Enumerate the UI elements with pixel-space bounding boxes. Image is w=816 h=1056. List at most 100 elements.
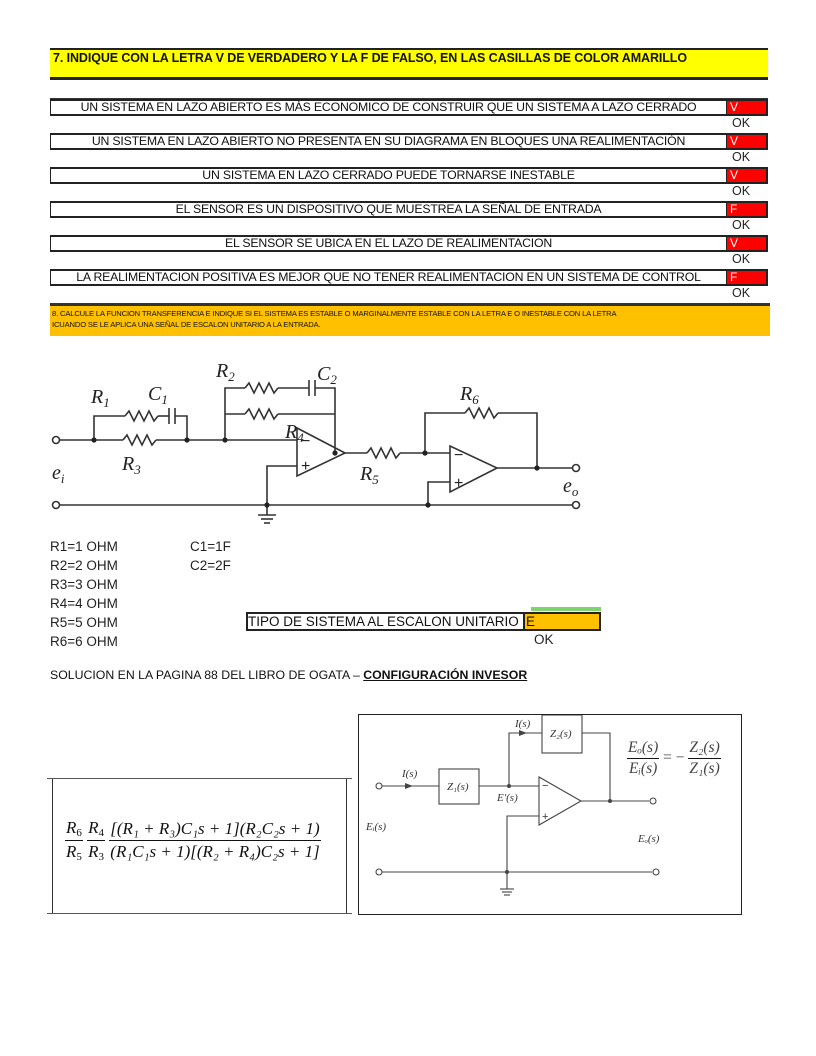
statement-cell: LA REALIMENTACION POSITIVA ES MEJOR QUE … (50, 269, 727, 286)
fraction-r4-r3: R4 R3 (87, 818, 106, 863)
label-r6: R6 (459, 383, 479, 407)
inverting-amplifier-diagram: I(s) I(s) Z₁(s) Z₂(s) E′(s) Eᵢ(s) Eₒ(s) … (365, 715, 660, 896)
label-r5: R5 (359, 463, 379, 487)
op-amp-1-plus: + (301, 458, 310, 475)
answer-cell[interactable]: F (727, 269, 768, 286)
input-ground-terminal (51, 500, 61, 510)
resistor-r6 (464, 406, 499, 420)
param-r4: R4=4 OHM (50, 596, 118, 611)
op-amp-1 (296, 426, 347, 478)
system-type-check: OK (534, 632, 554, 647)
blank-row (50, 80, 768, 99)
answer-cell[interactable]: V (727, 235, 768, 252)
label-e-prime: E′(s) (496, 792, 518, 804)
label-eo: Eₒ(s) (637, 833, 660, 845)
current-arrow (405, 783, 413, 789)
input-terminal (51, 435, 61, 445)
op-amp-plus: + (542, 811, 548, 823)
statement-cell: EL SENSOR SE UBICA EN EL LAZO DE REALIME… (50, 235, 727, 252)
label-z1: Z₁(s) (447, 781, 469, 793)
junction-dot (264, 502, 270, 508)
statement-cell: UN SISTEMA EN LAZO ABIERTO ES MÁS ECONOM… (50, 99, 727, 116)
equals-minus: = − (663, 749, 685, 767)
junction-dot (425, 502, 431, 508)
statement-cell: UN SISTEMA EN LAZO ABIERTO NO PRESENTA E… (50, 133, 727, 150)
param-r6: R6=6 OHM (50, 634, 118, 649)
tf-row: EL SENSOR ES UN DISPOSITIVO QUE MUESTREA… (50, 201, 768, 232)
label-r3: R3 (121, 453, 141, 477)
op-amp-2-minus: − (454, 447, 463, 464)
system-type-answer-cell[interactable]: E (523, 614, 599, 629)
input-ground-terminal (375, 868, 383, 876)
junction-dot (422, 450, 428, 456)
param-r3: R3=3 OHM (50, 577, 118, 592)
resistor-r4 (244, 407, 279, 421)
wire (315, 387, 336, 453)
answer-cell[interactable]: V (727, 99, 768, 116)
fraction-r6-r5: R6 R5 (65, 818, 83, 863)
question-7-header: 7. INDIQUE CON LA LETRA V DE VERDADERO Y… (50, 48, 768, 80)
box-line (47, 913, 352, 914)
check-label: OK (732, 184, 751, 198)
solution-note-text: SOLUCION EN LA PAGINA 88 DEL LIBRO DE OG… (50, 668, 364, 682)
capacitor-values: C1=1F C2=2F (190, 537, 231, 575)
op-amp-circuit-diagram: R1 C1 R3 R2 C2 R4 R5 R6 ei eo − + − + (51, 360, 581, 524)
label-r4: R4 (284, 421, 304, 445)
output-ground-terminal (571, 500, 581, 510)
op-amp-1-minus: − (301, 433, 310, 450)
system-type-label: TIPO DE SISTEMA AL ESCALON UNITARIO (248, 614, 519, 629)
resistor-r5 (366, 446, 401, 460)
z2-block (541, 715, 583, 754)
question-8-line-1: 8. CALCULE LA FUNCION TRANSFERENCIA E IN… (52, 309, 617, 318)
statement-cell: UN SISTEMA EN LAZO CERRADO PUEDE TORNARS… (50, 167, 727, 184)
wire (175, 415, 188, 440)
label-r2: R2 (215, 360, 235, 384)
param-r1: R1=1 OHM (50, 539, 118, 554)
wire (498, 412, 538, 468)
label-eo: eo (563, 475, 579, 499)
label-ei: Eᵢ(s) (365, 821, 386, 833)
wire (93, 415, 125, 440)
resistor-values: R1=1 OHM R2=2 OHM R3=3 OHM R4=4 OHM R5=5… (50, 537, 118, 651)
answer-cell[interactable]: V (727, 167, 768, 184)
tf-row: UN SISTEMA EN LAZO CERRADO PUEDE TORNARS… (50, 167, 768, 198)
input-terminal (375, 782, 383, 790)
param-c2: C2=2F (190, 558, 231, 573)
label-current-input: I(s) (401, 768, 418, 780)
junction-dot (534, 465, 540, 471)
transfer-function: R6 R5 R4 R3 [(R₁ + R₃)C₁s + 1](R₂C₂s + 1… (65, 818, 321, 863)
fraction-dynamics: [(R₁ + R₃)C₁s + 1](R₂C₂s + 1) (R₁C₁s + 1… (109, 819, 321, 861)
check-label: OK (732, 286, 751, 300)
param-r2: R2=2 OHM (50, 558, 118, 573)
fraction-z2-z1: Z₂(s) Z₁(s) (688, 739, 721, 777)
op-amp-minus: − (542, 780, 548, 792)
wire (427, 481, 450, 505)
junction-dot (332, 450, 338, 456)
junction-dot (507, 784, 511, 788)
inverting-gain-equation: Eₒ(s) Eᵢ(s) = − Z₂(s) Z₁(s) (627, 739, 721, 778)
check-label: OK (732, 252, 751, 266)
check-label: OK (732, 150, 751, 164)
solution-note: SOLUCION EN LA PAGINA 88 DEL LIBRO DE OG… (50, 668, 527, 682)
wire (266, 465, 297, 505)
label-current-feedback: I(s) (514, 718, 531, 730)
output-terminal (649, 797, 657, 805)
question-8-line-2: ICUANDO SE LE APLICA UNA SEÑAL DE ESCALO… (52, 319, 321, 329)
tf-row: LA REALIMENTACION POSITIVA ES MEJOR QUE … (50, 269, 768, 300)
resistor-r1 (124, 409, 159, 423)
tf-row: UN SISTEMA EN LAZO ABIERTO ES MÁS ECONOM… (50, 99, 768, 130)
resistor-r2 (244, 381, 279, 395)
op-amp (538, 776, 583, 826)
answer-cell[interactable]: F (727, 201, 768, 218)
wire (506, 815, 539, 872)
output-terminal (571, 463, 581, 473)
label-ei: ei (52, 462, 65, 486)
junction-dot (608, 799, 612, 803)
box-line (47, 778, 352, 779)
answer-cell[interactable]: V (727, 133, 768, 150)
junction-dot (184, 437, 190, 443)
param-c1: C1=1F (190, 539, 231, 554)
label-c1: C1 (148, 383, 168, 407)
label-z2: Z₂(s) (550, 728, 572, 740)
resistor-r3 (122, 433, 157, 447)
